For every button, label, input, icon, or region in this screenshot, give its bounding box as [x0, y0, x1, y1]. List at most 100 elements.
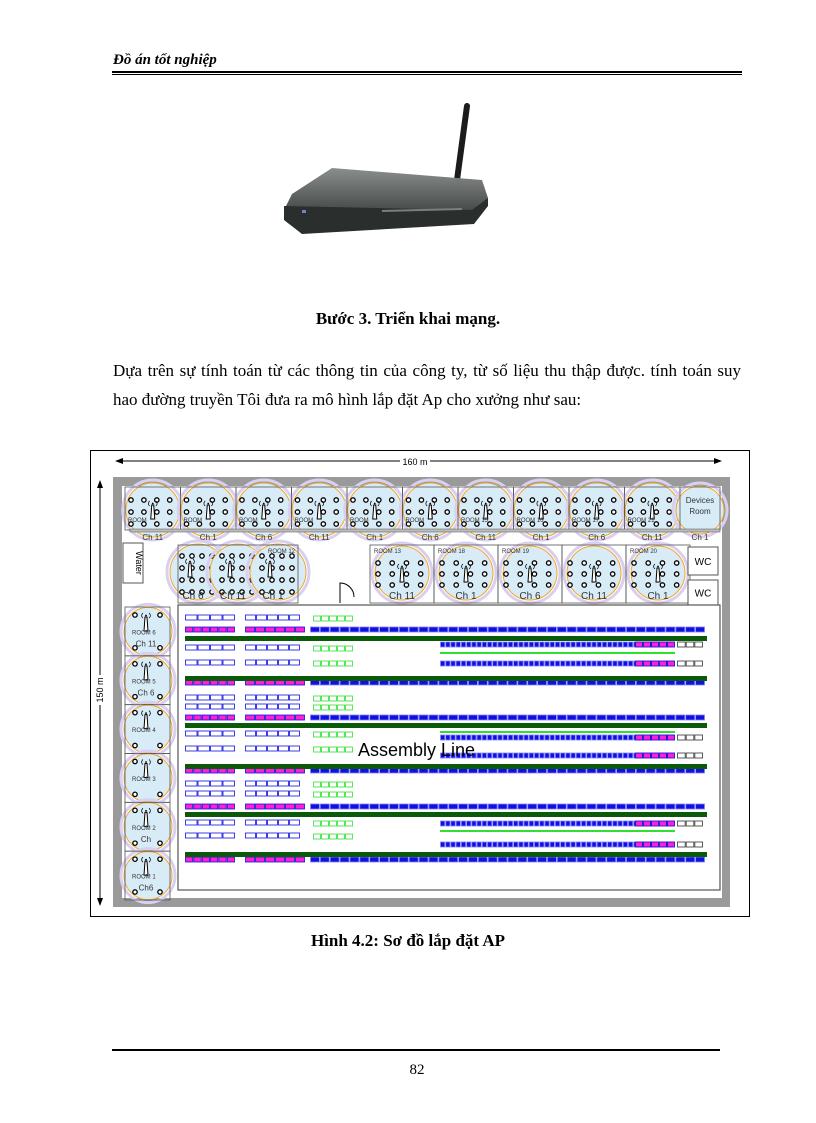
workstation-dot: [597, 521, 604, 527]
ap-antenna-icon: [259, 500, 269, 507]
coverage-halo: [119, 847, 177, 905]
station: [460, 820, 467, 827]
workbench: [278, 780, 289, 787]
station: [566, 856, 577, 863]
workbench: [185, 694, 198, 701]
workstation-dot: [179, 553, 185, 559]
workbench: [245, 730, 256, 737]
workstation-dot: [581, 560, 588, 566]
station: [438, 856, 449, 863]
station-highlight: [659, 641, 667, 648]
ap-antenna-icon: [425, 500, 435, 507]
station: [518, 752, 524, 759]
station-highlight: [651, 841, 659, 848]
station: [601, 660, 608, 667]
ap-body: [143, 860, 149, 876]
station: [607, 734, 613, 741]
water-label: Water: [134, 551, 144, 575]
channel-label: Ch 6: [182, 591, 204, 602]
station-highlight: [667, 841, 675, 848]
workbench: [267, 730, 278, 737]
workstation-dot: [166, 509, 173, 515]
station: [460, 734, 467, 741]
ap-body: [594, 504, 600, 520]
workbench: [278, 614, 289, 621]
station: [319, 626, 330, 633]
workstation-dot: [289, 589, 295, 595]
workbench: [267, 790, 278, 797]
room-label: ROOM 3: [132, 777, 156, 783]
workstation-dot: [640, 521, 647, 527]
station: [359, 803, 370, 810]
station-highlight: [635, 820, 643, 827]
workstation-dot: [389, 571, 396, 577]
workstation-dot: [567, 571, 573, 577]
workbench: [677, 660, 686, 667]
workstation-dot: [196, 509, 203, 515]
workbench: [278, 745, 289, 752]
station: [544, 752, 550, 759]
station: [591, 752, 597, 759]
station: [565, 841, 571, 848]
workstation-dot: [333, 521, 340, 527]
workstation-dot: [157, 612, 163, 618]
workbench: [197, 694, 210, 701]
workbench: [267, 832, 278, 839]
station-highlight: [185, 714, 194, 721]
workstation-dot: [279, 577, 285, 583]
access-point-icon: [225, 558, 235, 578]
station: [596, 626, 607, 633]
station-highlight: [193, 626, 202, 633]
station: [586, 734, 592, 741]
workstation-dot: [199, 553, 205, 559]
workstation-dot: [474, 497, 480, 503]
station: [575, 641, 581, 648]
ap-body: [427, 504, 433, 520]
wc-room: [687, 579, 719, 606]
workstation-dot: [132, 758, 138, 765]
workbench: [245, 745, 256, 752]
workstation-dot: [481, 571, 488, 577]
station-highlight: [659, 820, 667, 827]
workstation-dot: [179, 577, 185, 583]
conveyor: [313, 645, 321, 652]
station: [539, 641, 545, 648]
workstation-dot: [239, 565, 245, 571]
station: [626, 626, 636, 633]
station: [369, 856, 380, 863]
station: [507, 714, 518, 721]
access-point-icon: [425, 500, 435, 520]
station: [507, 856, 518, 863]
workbench: [289, 659, 300, 666]
station: [586, 641, 592, 648]
station: [596, 803, 607, 810]
workstation-dot: [627, 521, 634, 527]
workstation-dot: [555, 521, 562, 527]
access-point-icon: [265, 558, 275, 578]
station: [497, 734, 503, 741]
station: [596, 714, 607, 721]
station: [549, 841, 555, 848]
workstation-dot: [157, 693, 163, 700]
conveyor: [313, 781, 321, 788]
station: [502, 752, 508, 759]
room-label: ROOM 4: [132, 728, 156, 734]
access-point-icon: [141, 759, 151, 778]
workstation-dot: [219, 565, 225, 571]
workstation-dot: [289, 577, 295, 583]
station-highlight: [635, 841, 643, 848]
access-point-icon: [141, 808, 151, 827]
station: [502, 641, 508, 648]
station: [528, 734, 534, 741]
workstation-dot: [627, 497, 634, 503]
station: [487, 856, 498, 863]
workbench: [245, 644, 256, 651]
workbench: [289, 780, 300, 787]
station: [507, 641, 514, 648]
workstation-dot: [269, 577, 275, 583]
station-highlight: [275, 714, 285, 721]
station: [607, 660, 613, 667]
station-highlight: [643, 734, 651, 741]
workstation-dot: [196, 497, 203, 503]
workstation-dot: [333, 497, 340, 503]
